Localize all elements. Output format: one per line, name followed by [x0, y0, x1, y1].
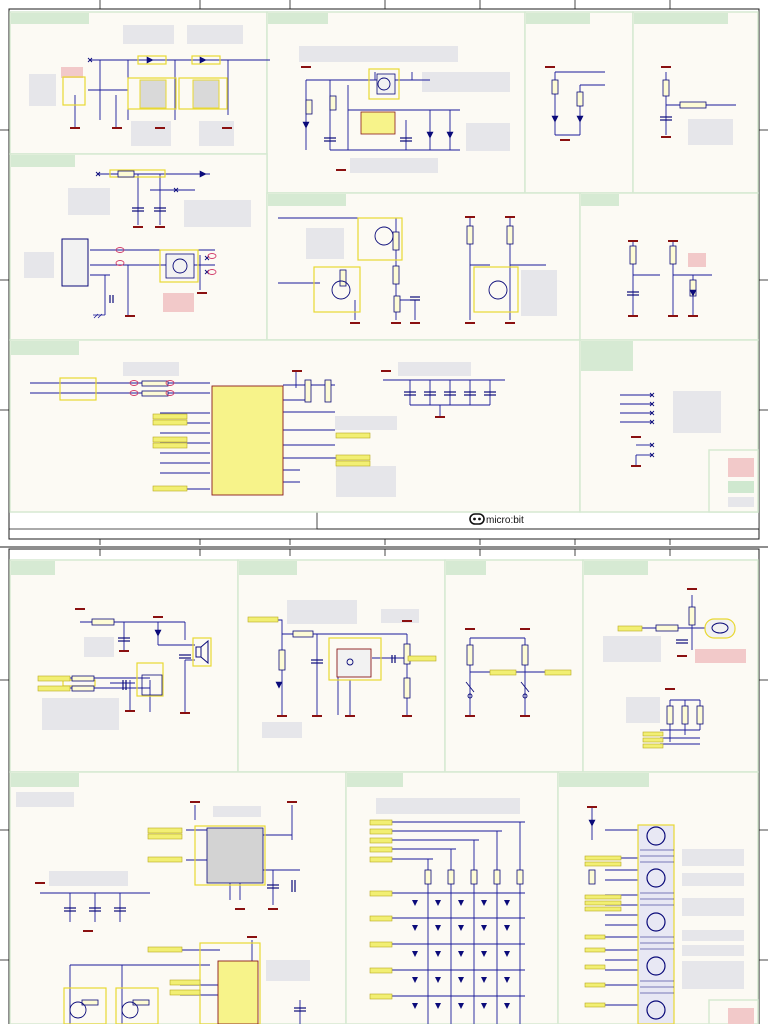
page-1: micro:bit: [0, 0, 768, 545]
page-2-title-tabs: [11, 561, 649, 787]
speaker-icon: [192, 637, 212, 667]
page-2-notes: [16, 600, 744, 989]
page-1-title-tabs: [11, 13, 728, 371]
page-1-components: [59, 55, 707, 496]
page-1-notes: [24, 25, 733, 497]
page-2: [0, 548, 768, 1024]
logo-text: micro:bit: [486, 515, 524, 526]
microbit-logo: micro:bit: [469, 513, 524, 526]
touch-logo-icon: [704, 618, 736, 639]
led-matrix: [412, 900, 510, 1009]
legend-box: [708, 449, 759, 513]
page-1-warning-notes: [61, 67, 706, 312]
edge-connector: [637, 824, 675, 1024]
page-2-components: [35, 588, 736, 1024]
